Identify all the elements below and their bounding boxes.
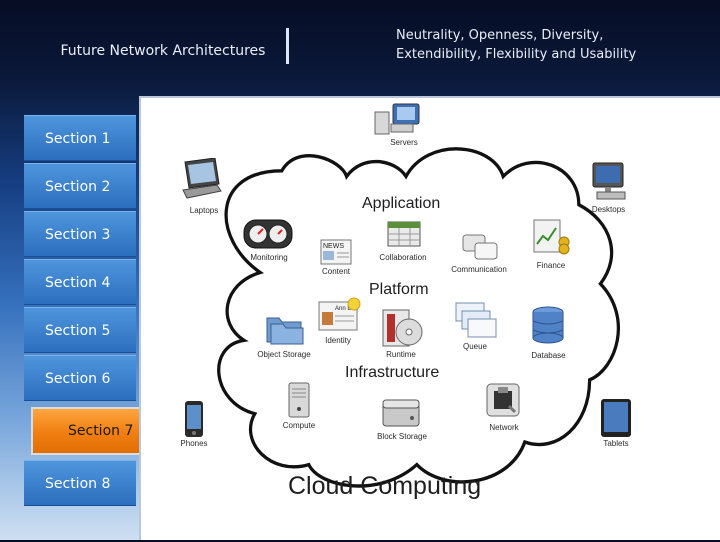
application-layer-label: Application — [362, 195, 441, 212]
object-storage-label: Object Storage — [257, 350, 311, 359]
communication-label: Communication — [451, 265, 507, 274]
nav-section-6[interactable]: Section 6 — [24, 355, 136, 401]
servers-label: Servers — [390, 138, 418, 147]
desktops-label: Desktops — [591, 205, 626, 214]
identity-card-name: Ann Doe — [335, 306, 359, 312]
nav-section-1[interactable]: Section 1 — [24, 115, 136, 161]
nav-section-3[interactable]: Section 3 — [24, 211, 136, 257]
header-subtitle-line-1: Neutrality, Openness, Diversity, — [396, 28, 604, 43]
header-divider — [286, 28, 289, 64]
database-label: Database — [531, 351, 566, 360]
compute-label: Compute — [282, 421, 316, 430]
queue-label: Queue — [462, 342, 488, 351]
nav-section-7[interactable]: Section 7 — [31, 407, 156, 455]
content-label: Content — [321, 267, 351, 276]
runtime-label: Runtime — [386, 350, 416, 359]
phones-label: Phones — [180, 439, 208, 448]
header-title: Future Network Architectures — [60, 43, 266, 59]
collaboration-label: Collaboration — [379, 253, 427, 262]
cloud-computing-diagram: Servers Laptops Desktops Phones Tablets … — [139, 96, 720, 540]
infrastructure-layer-label: Infrastructure — [345, 364, 440, 381]
tablets-label: Tablets — [603, 439, 629, 448]
nav-section-2[interactable]: Section 2 — [24, 163, 136, 209]
header-subtitle: Neutrality, Openness, Diversity, Extendi… — [396, 26, 716, 64]
laptops-label: Laptops — [189, 206, 219, 215]
content-news-text: NEWS — [323, 243, 344, 250]
nav-section-8[interactable]: Section 8 — [24, 460, 136, 506]
finance-label: Finance — [536, 261, 566, 270]
monitoring-label: Monitoring — [250, 253, 288, 262]
block-storage-label: Block Storage — [377, 432, 427, 441]
cloud-computing-title: Cloud Computing — [288, 472, 482, 500]
header-subtitle-line-2: Extendibility, Flexibility and Usability — [396, 47, 637, 62]
nav-section-5[interactable]: Section 5 — [24, 307, 136, 353]
platform-layer-label: Platform — [369, 281, 429, 298]
network-label: Network — [489, 423, 519, 432]
nav-section-4[interactable]: Section 4 — [24, 259, 136, 305]
identity-label: Identity — [325, 336, 351, 345]
